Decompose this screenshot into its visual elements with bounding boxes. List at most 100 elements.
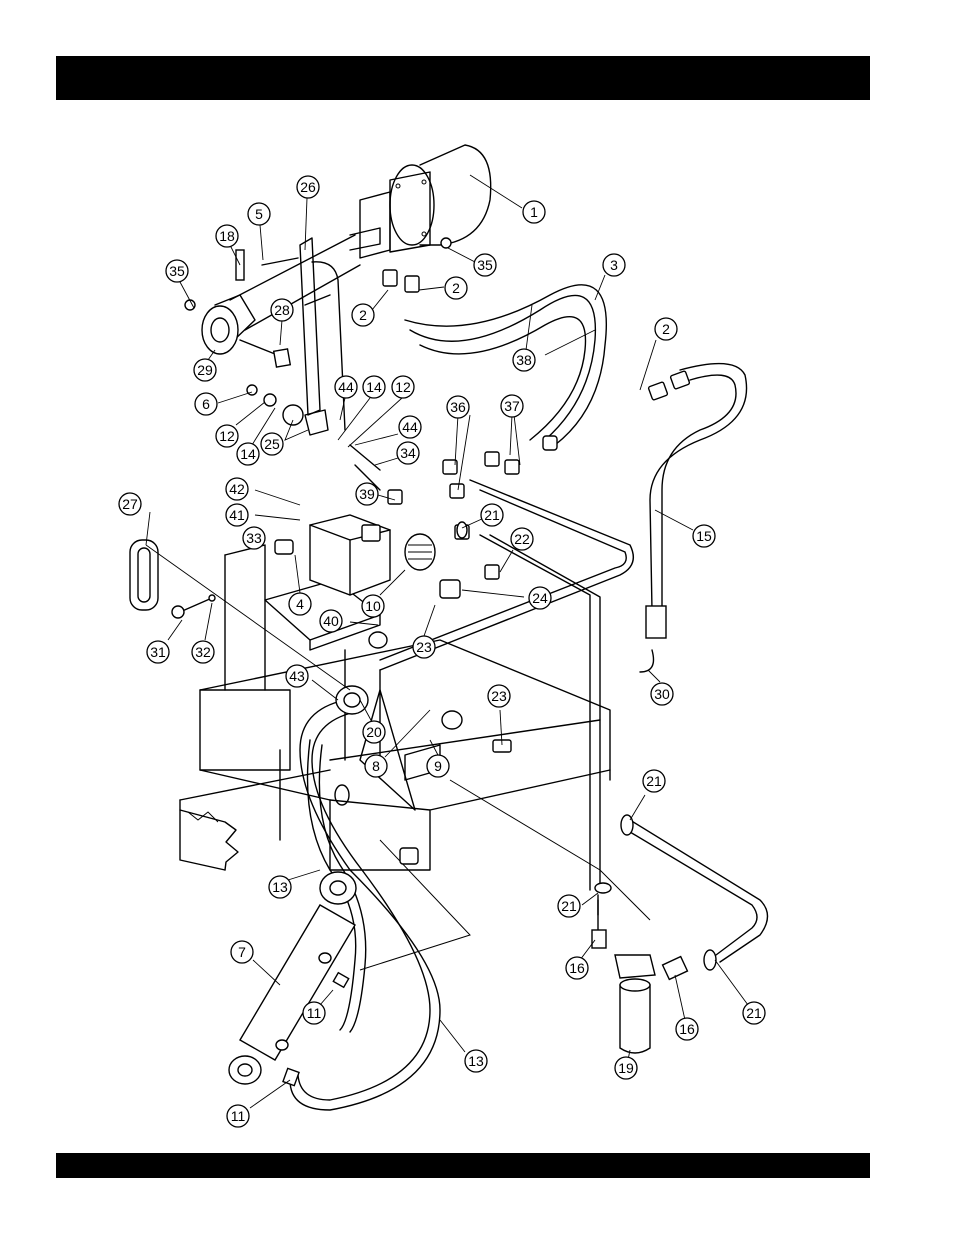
callout-1: 1	[523, 201, 545, 223]
svg-text:39: 39	[359, 486, 375, 502]
callout-21: 21	[558, 895, 580, 917]
callout-5: 5	[248, 203, 270, 225]
svg-text:31: 31	[150, 644, 166, 660]
callout-23: 23	[488, 685, 510, 707]
callout-25: 25	[261, 433, 283, 455]
callout-12: 12	[392, 376, 414, 398]
callout-39: 39	[356, 483, 378, 505]
callout-13: 13	[465, 1050, 487, 1072]
svg-text:33: 33	[246, 530, 262, 546]
svg-text:28: 28	[274, 302, 290, 318]
callout-18: 18	[216, 225, 238, 247]
callout-35: 35	[166, 260, 188, 282]
svg-text:42: 42	[229, 481, 245, 497]
svg-text:7: 7	[238, 944, 246, 960]
svg-text:14: 14	[240, 446, 256, 462]
svg-text:23: 23	[491, 688, 507, 704]
svg-text:3: 3	[610, 257, 618, 273]
svg-text:11: 11	[307, 1005, 322, 1021]
svg-text:21: 21	[561, 898, 577, 914]
callout-30: 30	[651, 683, 673, 705]
callout-43: 43	[286, 665, 308, 687]
callout-6: 6	[195, 393, 217, 415]
callout-2: 2	[352, 304, 374, 326]
svg-text:29: 29	[197, 362, 213, 378]
callout-13: 13	[269, 876, 291, 898]
callout-21: 21	[743, 1002, 765, 1024]
callout-29: 29	[194, 359, 216, 381]
callout-11: 11	[303, 1002, 325, 1024]
svg-text:34: 34	[400, 445, 416, 461]
control-arm	[300, 238, 345, 435]
callout-3: 3	[603, 254, 625, 276]
callout-26: 26	[297, 176, 319, 198]
svg-text:13: 13	[468, 1053, 484, 1069]
callout-32: 32	[192, 641, 214, 663]
svg-text:1: 1	[530, 204, 538, 220]
svg-text:35: 35	[169, 263, 185, 279]
svg-text:27: 27	[122, 496, 138, 512]
svg-text:35: 35	[477, 257, 493, 273]
svg-text:21: 21	[746, 1005, 762, 1021]
callout-35: 35	[474, 254, 496, 276]
svg-text:37: 37	[504, 398, 520, 414]
svg-text:36: 36	[450, 399, 466, 415]
svg-text:43: 43	[289, 668, 305, 684]
svg-text:22: 22	[514, 531, 530, 547]
callout-33: 33	[243, 527, 265, 549]
callout-31: 31	[147, 641, 169, 663]
svg-text:21: 21	[646, 773, 662, 789]
svg-text:19: 19	[618, 1060, 634, 1076]
svg-text:10: 10	[365, 598, 381, 614]
callout-22: 22	[511, 528, 533, 550]
svg-text:41: 41	[229, 507, 245, 523]
callout-8: 8	[365, 755, 387, 777]
callout-14: 14	[363, 376, 385, 398]
svg-text:16: 16	[679, 1021, 695, 1037]
svg-text:16: 16	[569, 960, 585, 976]
callout-21: 21	[481, 504, 503, 526]
callout-24: 24	[529, 587, 551, 609]
callout-2: 2	[445, 277, 467, 299]
callout-44: 44	[399, 416, 421, 438]
callout-28: 28	[271, 299, 293, 321]
svg-text:12: 12	[219, 428, 235, 444]
callout-2: 2	[655, 318, 677, 340]
svg-text:44: 44	[402, 419, 418, 435]
callout-19: 19	[615, 1057, 637, 1079]
callout-34: 34	[397, 442, 419, 464]
svg-text:40: 40	[323, 613, 339, 629]
filter	[592, 895, 687, 1053]
svg-text:32: 32	[195, 644, 211, 660]
svg-text:4: 4	[296, 596, 304, 612]
svg-text:13: 13	[272, 879, 288, 895]
callout-37: 37	[501, 395, 523, 417]
svg-text:21: 21	[484, 507, 500, 523]
svg-text:26: 26	[300, 179, 316, 195]
callout-40: 40	[320, 610, 342, 632]
callout-16: 16	[566, 957, 588, 979]
svg-text:6: 6	[202, 396, 210, 412]
callout-27: 27	[119, 493, 141, 515]
hydraulic-motor	[230, 145, 491, 330]
svg-text:2: 2	[359, 307, 367, 323]
callout-36: 36	[447, 396, 469, 418]
svg-text:25: 25	[264, 436, 280, 452]
svg-text:30: 30	[654, 686, 670, 702]
svg-text:9: 9	[434, 758, 442, 774]
svg-text:5: 5	[255, 206, 263, 222]
svg-text:38: 38	[516, 352, 532, 368]
callout-21: 21	[643, 770, 665, 792]
callout-15: 15	[693, 525, 715, 547]
svg-text:2: 2	[662, 321, 670, 337]
callout-44: 44	[335, 376, 357, 398]
svg-text:8: 8	[372, 758, 380, 774]
callout-16: 16	[676, 1018, 698, 1040]
leader-lines	[146, 175, 748, 1108]
callout-10: 10	[362, 595, 384, 617]
svg-text:2: 2	[452, 280, 460, 296]
svg-text:18: 18	[219, 228, 235, 244]
callout-11: 11	[227, 1105, 249, 1127]
svg-text:24: 24	[532, 590, 548, 606]
svg-text:23: 23	[416, 639, 432, 655]
